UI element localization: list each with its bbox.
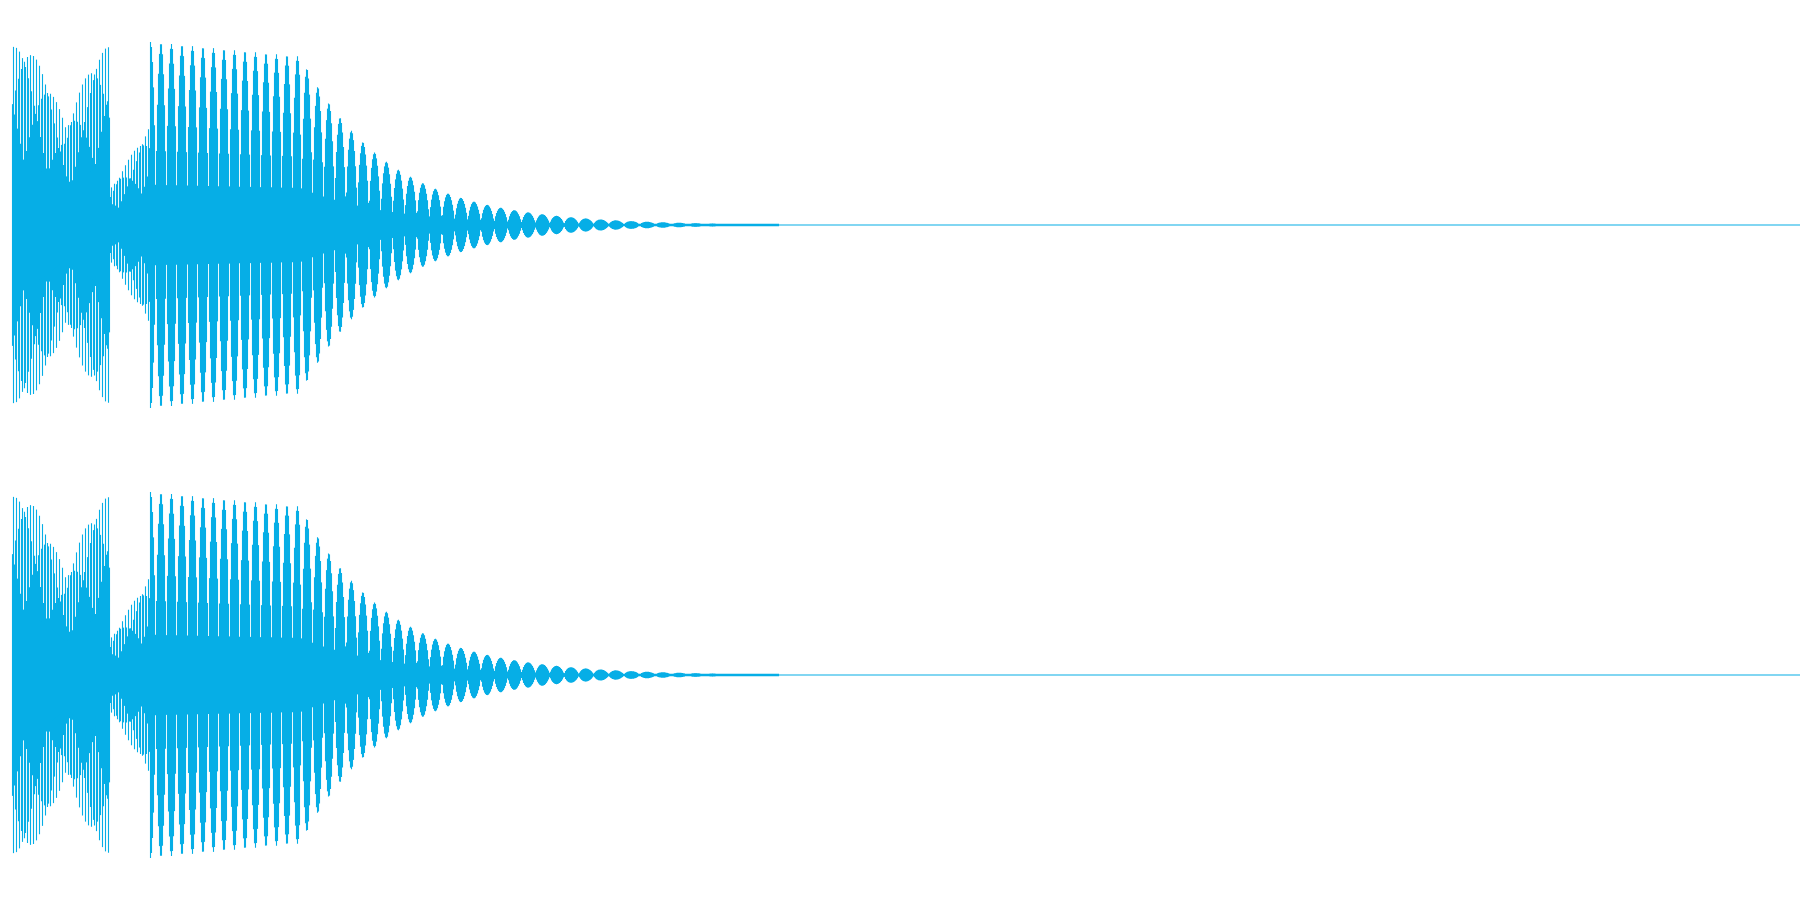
waveform-channel-2 (0, 450, 1800, 900)
channel-left-waveform-core (12, 164, 779, 286)
waveform-channel-2-plot (11, 492, 1800, 858)
channel-left-signal (11, 42, 1800, 408)
waveform-channel-1-plot (11, 42, 1800, 408)
waveform-channel-1 (11, 42, 1800, 408)
channel-right-signal (11, 492, 1800, 858)
channel-right-waveform-core (12, 614, 779, 736)
